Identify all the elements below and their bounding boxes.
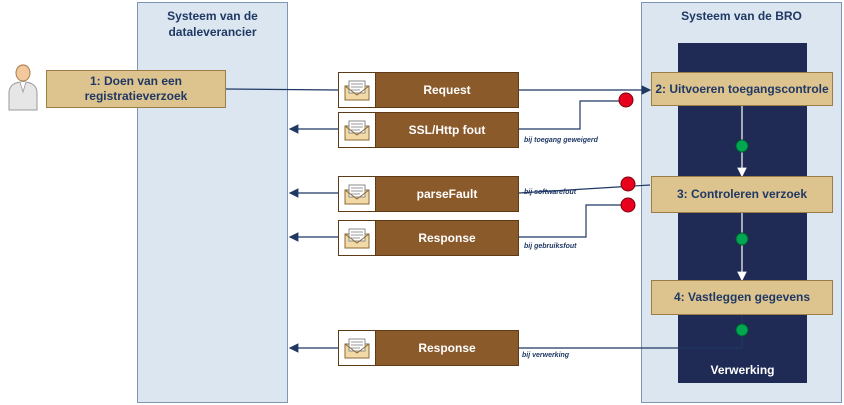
note-toegang-geweigerd: bij toegang geweigerd <box>524 137 598 144</box>
envelope-icon <box>339 221 376 255</box>
message-parsefault: parseFault <box>338 176 519 212</box>
envelope-icon <box>339 331 376 365</box>
process-3-controleren-verzoek: 3: Controleren verzoek <box>651 176 833 213</box>
ok-dot-2 <box>735 232 749 246</box>
message-label: Response <box>418 341 476 355</box>
process-4-vastleggen-gegevens: 4: Vastleggen gegevens <box>651 280 833 315</box>
message-label: Request <box>423 83 471 97</box>
note-gebruiksfout: bij gebruiksfout <box>524 243 577 250</box>
message-label: parseFault <box>416 187 478 201</box>
person-icon <box>6 62 40 112</box>
error-dot-p2 <box>618 92 634 108</box>
message-label: SSL/Http fout <box>408 123 486 137</box>
verwerking-label: Verwerking <box>710 363 775 377</box>
process-1-registratieverzoek: 1: Doen van een registratieverzoek <box>46 70 226 108</box>
message-label: Response <box>418 231 476 245</box>
line-p3-response1 <box>519 204 626 238</box>
message-request: Request <box>338 72 519 108</box>
ok-dot-3 <box>735 323 749 337</box>
message-response-verwerking: Response <box>338 330 519 366</box>
envelope-icon <box>339 113 376 147</box>
note-verwerking: bij verwerking <box>522 352 570 359</box>
system-bro-title: Systeem van de BRO <box>681 9 802 23</box>
line-p1-request <box>225 88 339 91</box>
line-p4-response2 <box>519 315 743 349</box>
line-p2-ssl <box>519 100 626 130</box>
message-ssl-http-fout: SSL/Http fout <box>338 112 519 148</box>
error-dot-p3-a <box>620 176 636 192</box>
system-dataleverancier: Systeem van de dataleverancier <box>137 2 288 403</box>
ok-dot-1 <box>735 139 749 153</box>
process-2-toegangscontrole: 2: Uitvoeren toegangscontrole <box>651 72 833 106</box>
message-response-gebruiksfout: Response <box>338 220 519 256</box>
note-softwarefout: bij softwarefout <box>524 189 577 196</box>
error-dot-p3-b <box>620 197 636 213</box>
envelope-icon <box>339 177 376 211</box>
envelope-icon <box>339 73 376 107</box>
system-dataleverancier-title: Systeem van de dataleverancier <box>167 9 258 39</box>
